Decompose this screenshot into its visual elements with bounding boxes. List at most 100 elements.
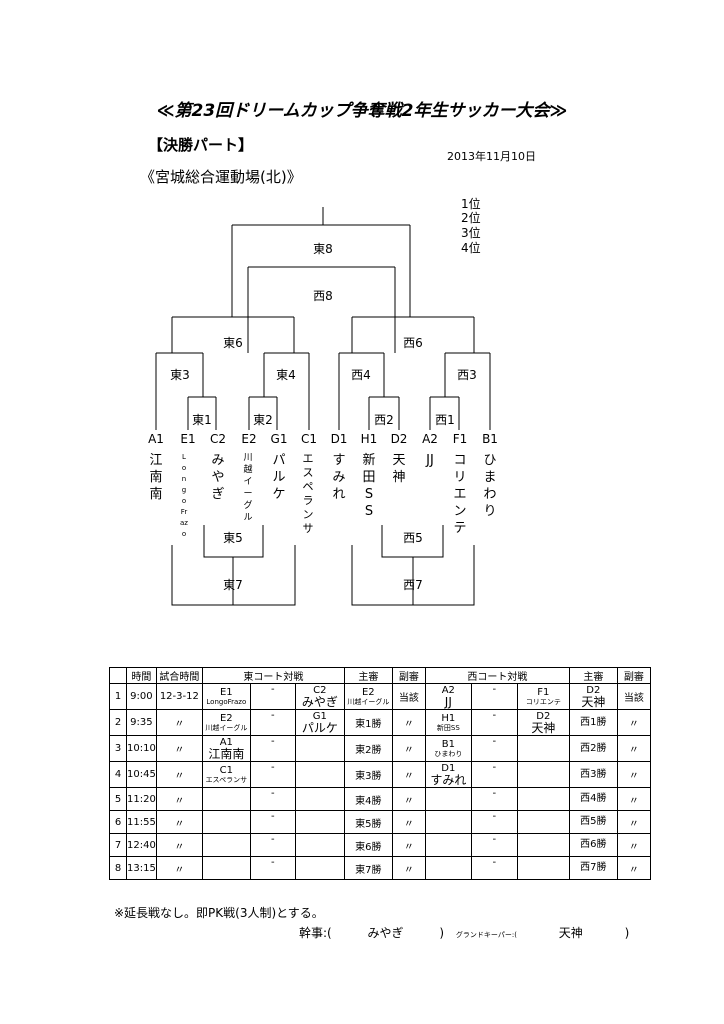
cell-team: 西2勝	[580, 742, 607, 754]
team-name-vertical: 川越イーグル	[243, 453, 253, 523]
cell-team: 東7勝	[355, 864, 382, 876]
event-date: 2013年11月10日	[447, 150, 536, 163]
table-cell: 12-3-12	[155, 683, 203, 710]
table-cell: 〃	[391, 761, 426, 788]
table-cell: -	[249, 810, 296, 834]
table-cell: -	[470, 683, 518, 710]
cell-team: 東4勝	[355, 795, 382, 807]
table-cell: -	[470, 787, 518, 811]
table-cell: 東2勝	[343, 735, 393, 762]
table-cell: 当該	[616, 683, 651, 710]
table-cell: -	[249, 761, 296, 788]
table-cell	[516, 761, 570, 788]
table-cell: 〃	[391, 810, 426, 834]
cell-code: E1	[219, 687, 233, 698]
team-name-vertical: エスペランサ	[302, 452, 314, 535]
bracket-line-final	[231, 207, 411, 317]
table-cell: 〃	[616, 709, 651, 736]
cell-team: 西6勝	[580, 839, 607, 850]
rank-label: 3位	[461, 226, 481, 240]
team-code: F1	[452, 432, 468, 446]
table-cell	[516, 833, 570, 857]
cell-team: 東1勝	[355, 719, 382, 730]
rank-label: 1位	[461, 197, 481, 211]
team-code: D2	[390, 432, 408, 446]
table-cell: 9:00	[126, 683, 157, 710]
cell-code: E2	[361, 687, 375, 698]
table-cell: 3	[109, 735, 127, 762]
tournament-bracket	[155, 207, 491, 606]
team-code: E1	[180, 432, 196, 446]
match-label-w8: 西8	[313, 289, 333, 303]
table-cell	[516, 810, 570, 834]
table-cell: -	[470, 709, 518, 736]
table-cell: 〃	[391, 787, 426, 811]
team-name-vertical: Longo Frazo	[180, 453, 188, 538]
match-label-w4: 西4	[351, 368, 371, 382]
match-label-e4: 東4	[276, 368, 296, 382]
table-cell: 〃	[155, 761, 203, 788]
cell-code: E2	[219, 713, 233, 724]
header-cell: 主審	[343, 667, 393, 684]
table-cell	[201, 787, 251, 811]
bracket-line-third	[247, 266, 396, 353]
header-cell: 主審	[568, 667, 618, 684]
team-name-vertical: コリエンテ	[453, 453, 467, 536]
table-cell: 11:55	[126, 810, 157, 834]
match-label-w1: 西1	[435, 413, 455, 427]
team-code: B1	[482, 432, 498, 446]
table-cell: 〃	[155, 787, 203, 811]
header-cell: 副審	[616, 667, 651, 684]
organizer-line: 幹事:( みやぎ ) グランドキーパー:( 天神 )	[299, 924, 629, 941]
table-cell: 〃	[155, 735, 203, 762]
table-cell	[516, 856, 570, 880]
table-cell	[294, 833, 345, 857]
bracket-line-w2	[368, 396, 400, 430]
team-code: E2	[241, 432, 257, 446]
team-name-vertical: みやぎ	[211, 453, 225, 502]
table-cell: 7	[109, 833, 127, 857]
table-cell: 9:35	[126, 709, 157, 736]
rank-label: 4位	[461, 241, 481, 255]
table-cell: -	[470, 761, 518, 788]
team-code: A1	[148, 432, 164, 446]
cell-team: 東3勝	[355, 771, 382, 782]
table-cell: -	[470, 856, 518, 880]
match-label-w3: 西3	[457, 368, 477, 382]
cell-team: コリエンテ	[525, 698, 561, 706]
cell-code: A2	[441, 684, 455, 696]
table-cell	[294, 787, 345, 811]
table-cell: 〃	[616, 856, 651, 880]
header-cell: 試合時間	[155, 667, 203, 684]
bracket-line-w3	[444, 352, 491, 430]
table-cell: 〃	[616, 810, 651, 834]
team-name-vertical: JJ	[426, 453, 434, 468]
groundkeeper-label: グランドキーパー:(	[455, 931, 517, 939]
header-cell: 時間	[126, 667, 157, 684]
table-cell: 〃	[616, 735, 651, 762]
table-cell	[516, 787, 570, 811]
table-cell: 当該	[391, 683, 426, 710]
table-cell: 〃	[391, 833, 426, 857]
cell-team: 新田SS	[436, 724, 460, 732]
paren: )	[439, 926, 445, 940]
cell-team: LongoFrazo	[206, 698, 247, 706]
table-cell	[294, 856, 345, 880]
cell-code: D2	[536, 710, 551, 722]
table-cell: 東1勝	[343, 709, 393, 736]
table-cell: -	[470, 735, 518, 762]
team-code: H1	[360, 432, 378, 446]
bracket-line-e3	[155, 352, 204, 430]
section-heading: 【決勝パート】	[148, 136, 254, 154]
table-cell: -	[249, 709, 296, 736]
